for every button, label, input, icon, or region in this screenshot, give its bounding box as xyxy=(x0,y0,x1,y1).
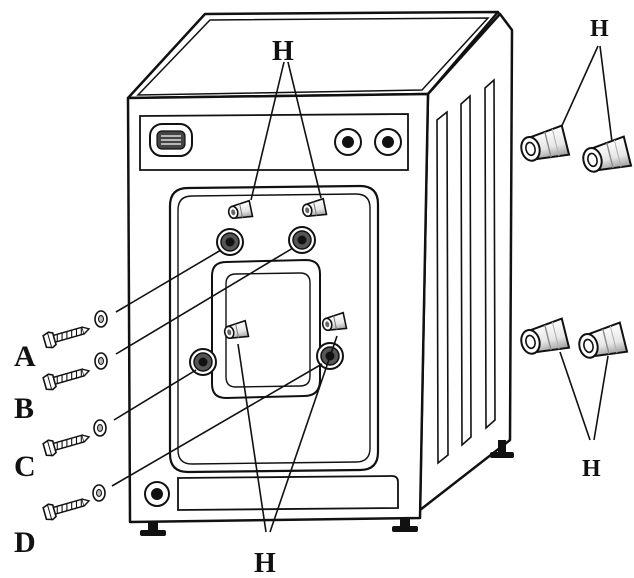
power-inlet-icon xyxy=(149,123,193,157)
loose-plugs xyxy=(517,124,633,364)
leader-lines xyxy=(111,45,613,533)
bolt-b xyxy=(41,352,108,393)
water-inlet-icon xyxy=(334,128,402,156)
label-h-right-top: H xyxy=(590,16,609,42)
washing-machine xyxy=(126,10,514,536)
drain-pump-icon xyxy=(144,481,170,507)
label-a: A xyxy=(14,340,36,373)
bolt-d xyxy=(41,484,106,523)
machine-feet xyxy=(140,440,514,536)
label-h-bottom: H xyxy=(254,548,276,578)
label-h-top: H xyxy=(272,36,294,67)
bolt-a xyxy=(41,310,108,351)
label-b: B xyxy=(14,392,34,425)
bolt-c xyxy=(41,419,107,459)
label-d: D xyxy=(14,526,36,559)
hole-a xyxy=(216,228,244,256)
label-c: C xyxy=(14,450,36,483)
label-h-right-bottom: H xyxy=(582,456,601,482)
hole-b xyxy=(288,226,316,254)
